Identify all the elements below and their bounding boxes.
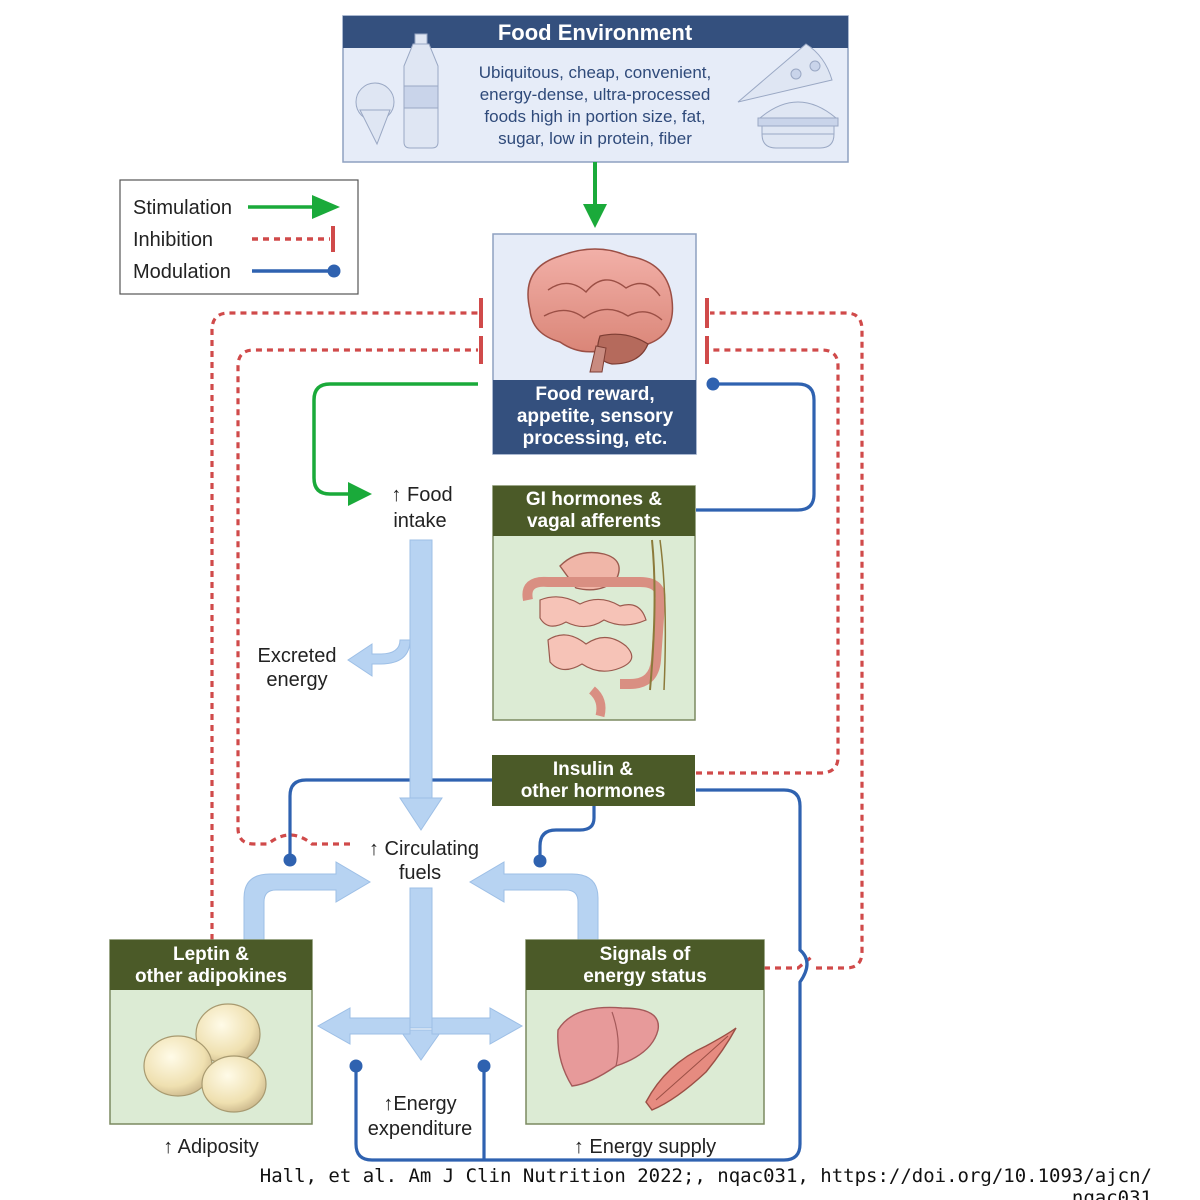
inhibition-paths [210, 311, 864, 970]
burger-icon [757, 101, 839, 149]
brain-icon [527, 248, 674, 373]
ice-cream-icon [355, 82, 395, 146]
citation: Hall, et al. Am J Clin Nutrition 2022;, … [260, 1165, 1152, 1200]
pizza-icon [737, 43, 833, 103]
energy-flow [243, 539, 599, 1061]
flow-labels: ↑ Food intake Excreted energy ↑ Circulat… [163, 484, 716, 1158]
brain-box-line-1: Food reward, [535, 384, 654, 405]
food-intake-label-2: intake [393, 510, 446, 532]
liver-icon [557, 1006, 660, 1087]
stimulation-arrow-env-to-brain [583, 162, 607, 228]
legend-modulation-dot [327, 264, 341, 278]
leptin-box-line-1: Leptin & [173, 944, 249, 965]
signals-box: Signals of energy status [525, 939, 765, 1125]
intestine-icon [522, 539, 667, 718]
excreted-energy-label-1: Excreted [258, 645, 337, 667]
stimulation-arrow-brain-to-intake [312, 382, 478, 506]
food-environment-line-3: foods high in portion size, fat, [484, 107, 705, 126]
modulation-dots [283, 377, 720, 1073]
brain-box-line-3: processing, etc. [523, 428, 668, 449]
energy-supply-label: ↑ Energy supply [574, 1136, 716, 1158]
adiposity-label: ↑ Adiposity [163, 1136, 259, 1158]
legend-inhibition-label: Inhibition [133, 229, 213, 251]
energy-expenditure-label-2: expenditure [368, 1118, 473, 1140]
fat-cells-icon [143, 1003, 267, 1113]
muscle-icon [645, 1027, 737, 1111]
signals-box-line-1: Signals of [600, 944, 691, 965]
food-environment-line-2: energy-dense, ultra-processed [480, 85, 711, 104]
leptin-box-line-2: other adipokines [135, 966, 287, 987]
inhibition-bars [479, 298, 709, 364]
food-environment-line-1: Ubiquitous, cheap, convenient, [479, 63, 712, 82]
gi-box-line-1: GI hormones & [526, 489, 662, 510]
leptin-box: Leptin & other adipokines [109, 939, 313, 1125]
food-environment-title: Food Environment [498, 20, 693, 45]
insulin-box-line-1: Insulin & [553, 759, 634, 780]
circulating-fuels-label-1: ↑ Circulating [369, 838, 479, 860]
insulin-box-line-2: other hormones [521, 781, 666, 802]
brain-box: Food reward, appetite, sensory processin… [492, 233, 697, 455]
legend: Stimulation Inhibition Modulation [119, 179, 359, 295]
gi-box: GI hormones & vagal afferents [492, 485, 696, 721]
circulating-fuels-label-2: fuels [399, 862, 441, 884]
food-environment-box: Food Environment Ubiquitous, cheap, conv… [342, 15, 849, 163]
brain-box-line-2: appetite, sensory [517, 406, 674, 427]
signals-box-line-2: energy status [583, 966, 707, 987]
legend-stimulation-arrowhead [312, 195, 340, 219]
food-environment-line-4: sugar, low in protein, fiber [498, 129, 692, 148]
energy-expenditure-label-1: ↑Energy [383, 1093, 456, 1115]
bottle-icon [403, 33, 439, 149]
modulation-paths [288, 382, 816, 1162]
excreted-energy-label-2: energy [266, 669, 327, 691]
citation-line-2: nqac031 [1072, 1187, 1152, 1200]
food-intake-label-1: ↑ Food [391, 484, 452, 506]
insulin-box: Insulin & other hormones [492, 755, 695, 806]
gi-box-line-2: vagal afferents [527, 511, 661, 532]
citation-line-1: Hall, et al. Am J Clin Nutrition 2022;, … [260, 1165, 1152, 1187]
legend-modulation-label: Modulation [133, 261, 231, 283]
legend-stimulation-label: Stimulation [133, 197, 232, 219]
